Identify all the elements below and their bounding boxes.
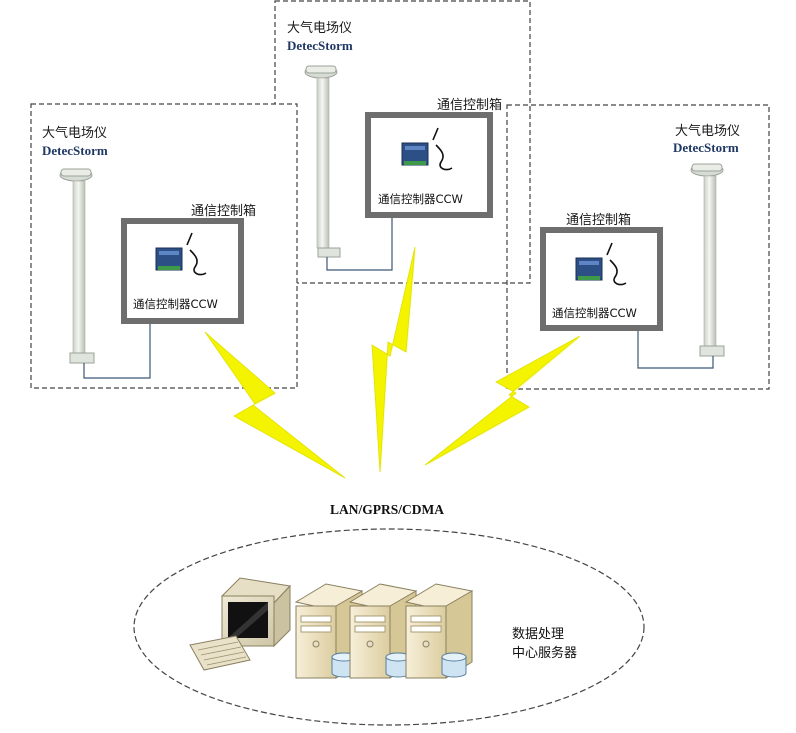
- server-label: 数据处理 中心服务器: [512, 625, 577, 663]
- sensor-model-label: DetecStorm: [287, 38, 353, 53]
- sensor-name-label: 大气电场仪: [675, 124, 741, 139]
- wireless-link-center-icon: [371, 246, 416, 473]
- station-center: [274, 0, 531, 284]
- station-boundary: [506, 104, 770, 390]
- comm-box: [540, 227, 663, 331]
- station-left: [30, 103, 298, 389]
- controller-label: 通信控制器CCW: [552, 306, 637, 320]
- comm-controller-icon: [401, 127, 453, 171]
- comm-controller-icon: [575, 242, 627, 286]
- comm-box: [121, 218, 244, 324]
- network-label: LAN/GPRS/CDMA: [330, 502, 444, 517]
- server-label-line1: 数据处理: [512, 627, 565, 642]
- controller-label: 通信控制器CCW: [378, 192, 463, 206]
- comm-box-label: 通信控制箱: [191, 204, 257, 219]
- data-center-boundary: [133, 528, 645, 726]
- field-mill-sensor-icon: [304, 65, 341, 258]
- server-label-line2: 中心服务器: [512, 646, 578, 661]
- sensor-cable: [637, 331, 714, 369]
- sensor-model-label: DetecStorm: [42, 143, 108, 158]
- wireless-link-left-icon: [204, 331, 346, 479]
- station-right: [506, 104, 770, 390]
- wireless-link-right-icon: [424, 335, 581, 466]
- sensor-cable: [326, 218, 393, 271]
- sensor-name-label: 大气电场仪: [287, 21, 353, 36]
- controller-label: 通信控制器CCW: [133, 297, 218, 311]
- computer-icon: [189, 577, 292, 671]
- field-mill-sensor-icon: [59, 168, 95, 364]
- comm-box-label: 通信控制箱: [566, 213, 632, 228]
- comm-box-label: 通信控制箱: [437, 98, 503, 113]
- sensor-name-label: 大气电场仪: [42, 126, 108, 141]
- sensor-cable: [83, 324, 151, 379]
- sensor-model-label: DetecStorm: [673, 140, 739, 155]
- comm-controller-icon: [155, 232, 207, 276]
- comm-box: [365, 112, 493, 218]
- field-mill-sensor-icon: [690, 163, 725, 357]
- server-icon: [404, 583, 474, 679]
